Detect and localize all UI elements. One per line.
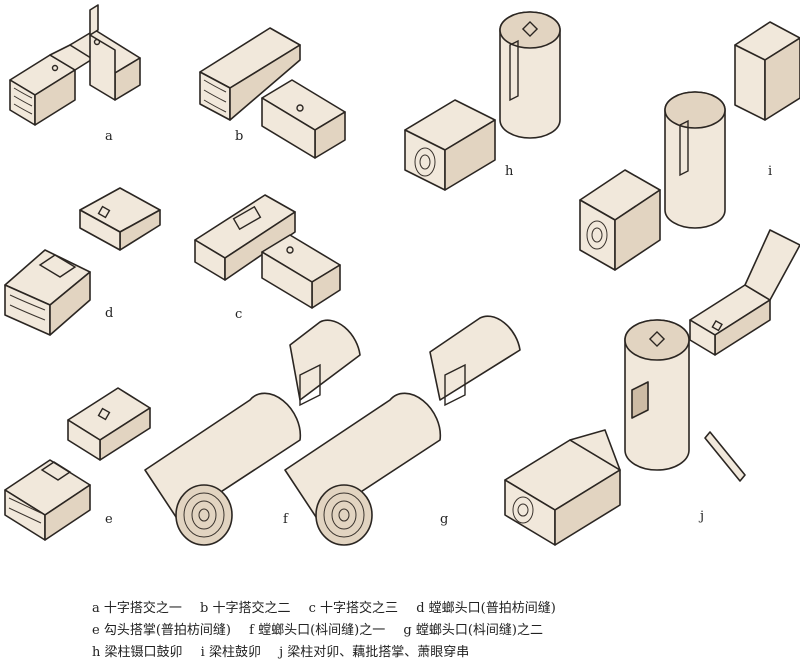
joint-j: j bbox=[504, 229, 800, 546]
caption-block: a 十字搭交之一 b 十字搭交之二 c 十字搭交之三 d 螳螂头口(普拍枋间缝)… bbox=[92, 598, 792, 664]
caption-j: j 梁柱对卯、藕批搭掌、萧眼穿串 bbox=[279, 645, 470, 660]
joint-h: h bbox=[404, 11, 561, 191]
caption-f: f 螳螂头口(枓间缝)之一 bbox=[249, 623, 386, 638]
caption-line-2: e 勾头搭掌(普拍枋间缝) f 螳螂头口(枓间缝)之一 g 螳螂头口(枓间缝)之… bbox=[92, 620, 792, 642]
joint-b: b bbox=[199, 27, 346, 159]
caption-c: c 十字搭交之三 bbox=[308, 601, 399, 616]
joint-g: g bbox=[284, 315, 521, 546]
joint-f: f bbox=[144, 319, 361, 546]
caption-e: e 勾头搭掌(普拍枋间缝) bbox=[92, 623, 231, 638]
label-e: e bbox=[105, 512, 113, 527]
caption-line-1: a 十字搭交之一 b 十字搭交之二 c 十字搭交之三 d 螳螂头口(普拍枋间缝) bbox=[92, 598, 792, 620]
label-f: f bbox=[283, 512, 289, 527]
joint-i: i bbox=[579, 21, 800, 271]
caption-g: g 螳螂头口(枓间缝)之二 bbox=[403, 623, 543, 638]
label-d: d bbox=[105, 306, 113, 321]
label-b: b bbox=[235, 129, 243, 144]
joint-e: e bbox=[4, 387, 151, 541]
caption-d: d 螳螂头口(普拍枋间缝) bbox=[416, 601, 556, 616]
joint-d: d bbox=[4, 187, 161, 336]
caption-i: i 梁柱鼓卯 bbox=[200, 645, 261, 660]
joinery-diagram: a b d c bbox=[4, 4, 800, 546]
caption-line-3: h 梁柱镊口鼓卯 i 梁柱鼓卯 j 梁柱对卯、藕批搭掌、萧眼穿串 bbox=[92, 642, 792, 664]
caption-a: a 十字搭交之一 bbox=[92, 601, 182, 616]
label-j: j bbox=[698, 509, 704, 524]
label-a: a bbox=[105, 129, 113, 144]
label-i: i bbox=[768, 164, 772, 179]
joint-a: a bbox=[9, 4, 141, 144]
joint-c: c bbox=[194, 194, 341, 322]
label-g: g bbox=[440, 512, 448, 527]
label-h: h bbox=[505, 164, 514, 179]
caption-h: h 梁柱镊口鼓卯 bbox=[92, 645, 183, 660]
caption-b: b 十字搭交之二 bbox=[200, 601, 291, 616]
label-c: c bbox=[235, 307, 242, 322]
